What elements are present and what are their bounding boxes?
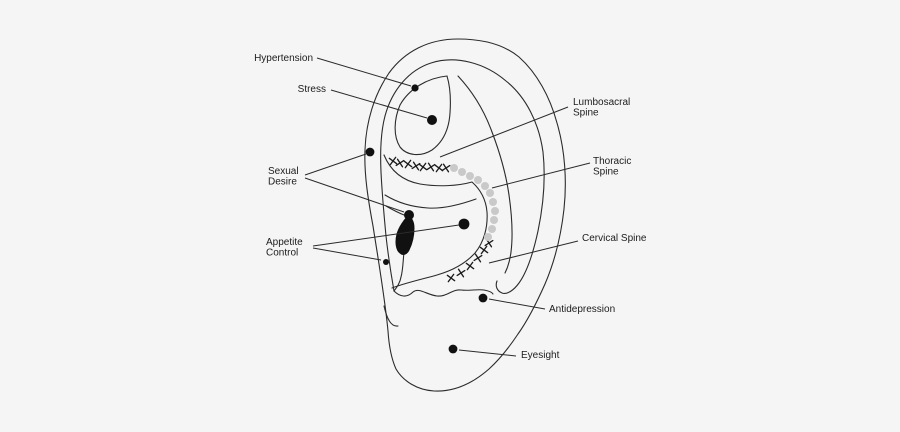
ear-outer-helix-path [364, 38, 566, 392]
lobe-notch-path [383, 305, 399, 327]
antihelix-scapha-path [457, 75, 513, 274]
appetite-control-point-1 [458, 218, 470, 230]
cervical-spine-zone-x-mark [465, 261, 475, 271]
cervical-spine-zone-x-mark [473, 253, 483, 263]
thoracic-spine-zone-dot [474, 176, 482, 184]
ear-outline-group [364, 38, 566, 392]
leader-lines-group [304, 57, 591, 357]
thoracic-spine-zone-dot [481, 182, 489, 190]
lumbosacral-spine-leader-line [439, 106, 569, 158]
thoracic-spine-zone-dot [491, 207, 499, 215]
sexual-desire-leader-line-2 [304, 177, 405, 213]
lumbosacral-spine-zone-x-mark [403, 159, 413, 169]
lumbosacral-spine-zone-x-mark [441, 163, 451, 173]
thoracic-spine-zone-dot [488, 225, 496, 233]
hypertension-leader-line [316, 57, 412, 87]
lumbosacral-spine-zone-x-mark [434, 163, 444, 173]
antitragus-path [393, 289, 494, 297]
eyesight-label: Eyesight [521, 350, 560, 361]
thoracic-spine-zone-dot [490, 216, 498, 224]
sexual-desire-leader-line [304, 153, 367, 176]
stress-point [427, 115, 437, 125]
hypertension-label: Hypertension [254, 53, 313, 64]
cervical-spine-zone-x-mark [446, 273, 456, 283]
cervical-spine-zone-x-mark [456, 268, 466, 278]
thoracic-spine-zone-dot [450, 164, 458, 172]
concha-blob-shape [395, 215, 415, 255]
zone-marks-group [388, 156, 499, 283]
lumbosacral-spine-zone-x-mark [395, 158, 405, 168]
triangular-fossa-path [394, 75, 451, 156]
crus-helix-path [384, 194, 477, 209]
concha-boundary-path [383, 154, 488, 289]
sexual-desire-point-1 [365, 147, 375, 157]
lumbosacral-spine-zone-x-mark [411, 161, 421, 171]
thoracic-spine-zone-dot [466, 172, 474, 180]
cervical-spine-label: Cervical Spine [582, 233, 647, 244]
antidepression-label: Antidepression [549, 304, 615, 315]
antidepression-point [478, 293, 488, 303]
sexual-desire-point-2 [404, 210, 414, 220]
thoracic-spine-zone-dot [458, 168, 466, 176]
crus-stub-path [385, 205, 405, 216]
thoracic-spine-zone-dot [484, 233, 492, 241]
thoracic-spine-leader-line [491, 162, 591, 189]
appetite-control-point-2 [383, 259, 389, 265]
thoracic-spine-zone-dot [489, 198, 497, 206]
ear-inner-helix-path [380, 59, 545, 294]
thoracic-spine-zone-dot [486, 189, 494, 197]
appetite-control-leader-line-2 [312, 247, 382, 261]
stress-label: Stress [298, 84, 326, 95]
lumbosacral-spine-zone-x-mark [388, 156, 398, 166]
lumbosacral-spine-zone-x-mark [418, 162, 428, 172]
eyesight-point [448, 344, 458, 354]
appetite-control-leader-line [312, 224, 460, 247]
eyesight-leader-line [458, 349, 517, 357]
antidepression-leader-line [488, 298, 546, 310]
lumbosacral-spine-zone-x-mark [426, 162, 436, 172]
acupoint-dots-group [365, 84, 488, 354]
cervical-spine-zone-x-mark [479, 245, 489, 255]
stress-leader-line [330, 89, 428, 119]
tragus-blob-tail-path [393, 251, 405, 292]
cervical-spine-leader-line [488, 240, 579, 264]
hypertension-point [411, 84, 419, 92]
